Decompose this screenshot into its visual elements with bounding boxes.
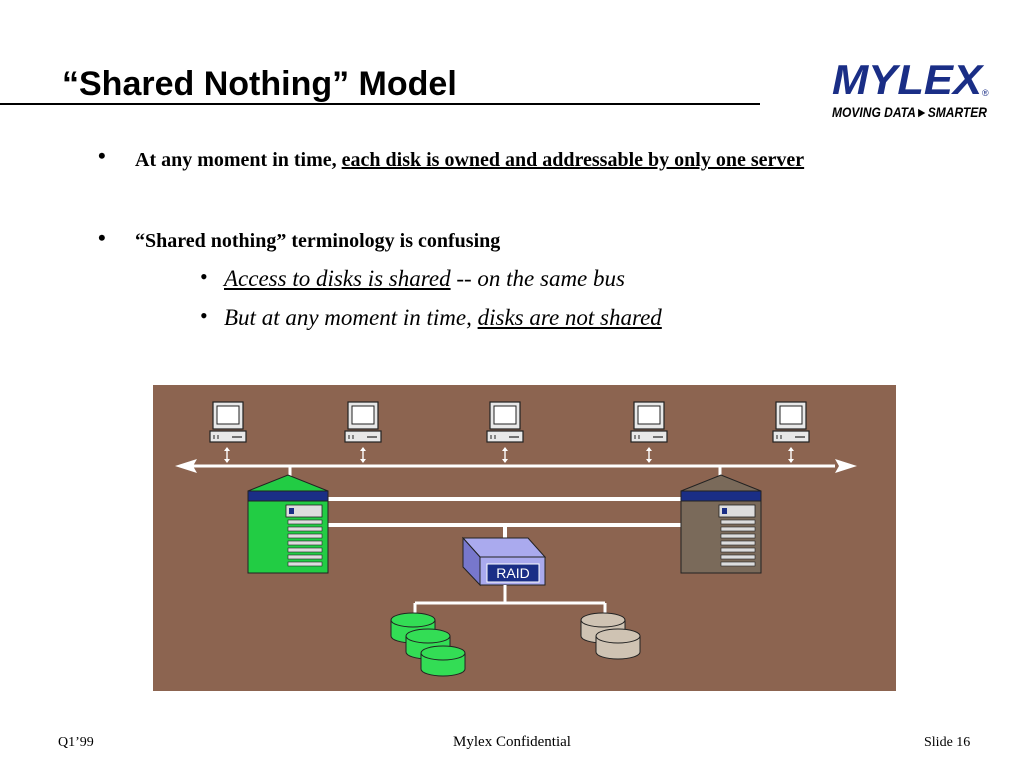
workstation-icon xyxy=(209,401,247,443)
network-bus xyxy=(175,459,857,480)
server-right xyxy=(680,474,762,574)
bullet-2-text: “Shared nothing” terminology is confusin… xyxy=(135,230,501,252)
slide-title: “Shared Nothing” Model xyxy=(62,65,457,103)
footer-date: Q1’99 xyxy=(58,735,94,750)
sub-bullet-marker: • xyxy=(200,264,208,289)
workstation-icon xyxy=(344,401,382,443)
workstation-icon xyxy=(486,401,524,443)
sub-bullet-marker: • xyxy=(200,303,208,328)
bullet-marker: • xyxy=(98,225,106,250)
sub-bullet-2-underlined: disks are not shared xyxy=(477,305,662,330)
disk-icon xyxy=(420,645,466,677)
sub-bullet-1-text: -- on the same bus xyxy=(450,266,625,291)
footer-confidential: Mylex Confidential xyxy=(453,734,571,750)
workstation-icon xyxy=(630,401,668,443)
bullet-1: At any moment in time, each disk is owne… xyxy=(135,145,935,175)
sub-bullet-2-text: But at any moment in time, xyxy=(224,305,478,330)
svg-text:MOVING DATA►SMARTER: MOVING DATA►SMARTER xyxy=(832,104,988,120)
bullet-2: “Shared nothing” terminology is confusin… xyxy=(135,226,500,256)
mylex-logo: MYLEX ® MOVING DATA►SMARTER xyxy=(832,58,989,120)
svg-text:MYLEX: MYLEX xyxy=(832,58,985,103)
server-left xyxy=(247,474,329,574)
raid-controller: RAID xyxy=(461,536,547,587)
sub-bullet-1: Access to disks is shared -- on the same… xyxy=(224,264,625,294)
raid-label: RAID xyxy=(496,565,529,581)
title-underline xyxy=(0,103,760,105)
sub-bullet-2: But at any moment in time, disks are not… xyxy=(224,303,662,333)
svg-text:®: ® xyxy=(982,88,989,98)
footer-slide-number: Slide 16 xyxy=(924,735,971,750)
disk-icon xyxy=(595,628,641,660)
shared-nothing-diagram: RAID xyxy=(153,385,896,691)
bullet-1-underlined: each disk is owned and addressable by on… xyxy=(341,149,805,171)
workstation-icon xyxy=(772,401,810,443)
bullet-marker: • xyxy=(98,143,106,168)
bullet-1-text: At any moment in time, xyxy=(135,149,342,171)
sub-bullet-1-underlined: Access to disks is shared xyxy=(224,266,451,291)
